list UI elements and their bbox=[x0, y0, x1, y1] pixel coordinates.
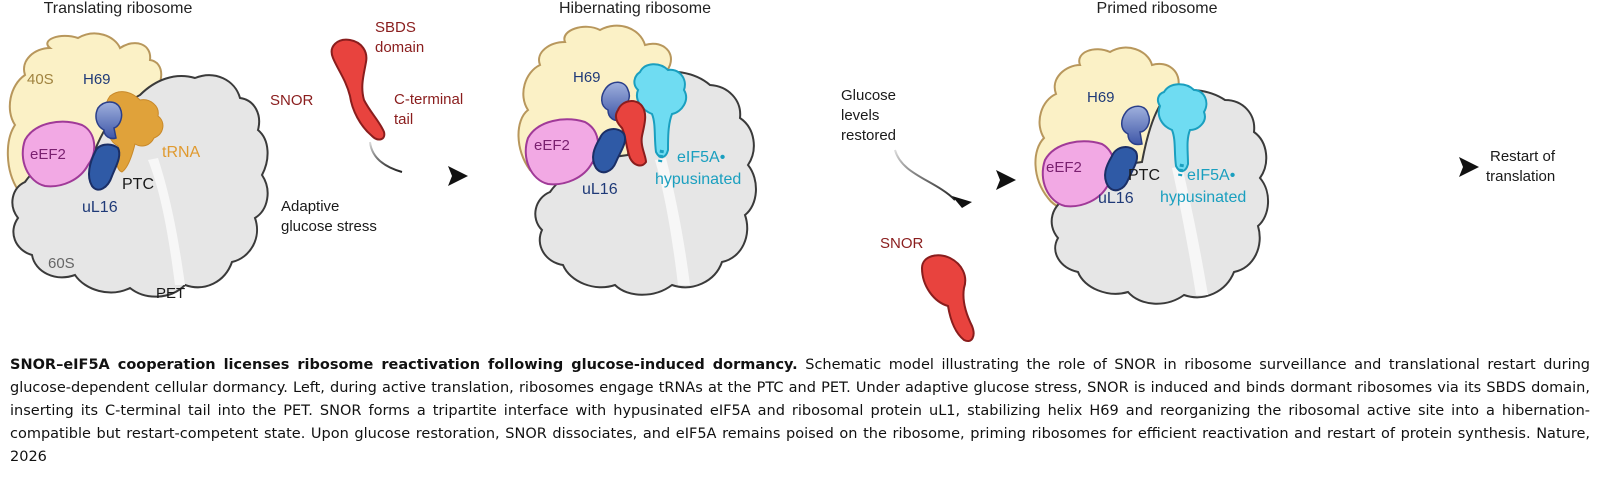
label-eif5a-1: eIF5A• bbox=[1187, 167, 1235, 184]
label-restart-2: translation bbox=[1486, 168, 1555, 185]
label-eef2: eEF2 bbox=[30, 146, 66, 163]
ribosome-model-diagram: Translating ribosome 40S H69 eEF2 tRNA P… bbox=[6, 0, 1556, 342]
snor-protein-released bbox=[920, 254, 975, 342]
pet-channel bbox=[655, 158, 690, 285]
label-ptc: PTC bbox=[122, 176, 154, 193]
translating-ribosome-title: Translating ribosome bbox=[44, 0, 193, 17]
label-ul16: uL16 bbox=[1098, 190, 1134, 207]
eef2-shape bbox=[21, 120, 96, 188]
label-glucose-3: restored bbox=[841, 127, 896, 144]
label-cterm-1: C-terminal bbox=[394, 91, 463, 108]
label-h69: H69 bbox=[1087, 89, 1115, 106]
glucose-arrow-head bbox=[996, 170, 1016, 190]
snor-protein-free bbox=[330, 38, 386, 141]
primed-ribosome-title: Primed ribosome bbox=[1097, 0, 1218, 17]
label-stress-2: glucose stress bbox=[281, 218, 377, 235]
figure-caption: SNOR–eIF5A cooperation licenses ribosome… bbox=[10, 354, 1590, 469]
label-eef2: eEF2 bbox=[534, 137, 570, 154]
ul16-shape bbox=[87, 143, 121, 191]
label-60s: 60S bbox=[48, 255, 75, 272]
pet-channel bbox=[148, 158, 185, 285]
primed-ribosome-panel: Primed ribosome H69 eEF2 PTC uL16 eIF5A•… bbox=[1034, 0, 1269, 305]
label-snor-released: SNOR bbox=[880, 235, 924, 252]
glucose-restored-transition: Glucose levels restored SNOR bbox=[841, 87, 1016, 342]
translating-ribosome-panel: Translating ribosome 40S H69 eEF2 tRNA P… bbox=[6, 0, 269, 302]
snor-bound-shape bbox=[614, 100, 648, 167]
label-stress-1: Adaptive bbox=[281, 198, 339, 215]
eef2-shape bbox=[524, 118, 600, 186]
subunit-60s-shape bbox=[11, 74, 269, 298]
restart-arrow-head bbox=[1459, 157, 1479, 177]
eif5a-hypusine bbox=[1178, 163, 1184, 177]
hibernating-ribosome-title: Hibernating ribosome bbox=[559, 0, 711, 17]
label-eif5a-1: eIF5A• bbox=[677, 149, 725, 166]
label-ptc: PTC bbox=[1128, 167, 1160, 184]
label-ul16: uL16 bbox=[82, 199, 118, 216]
label-pet: PET bbox=[156, 285, 185, 302]
eif5a-hypusine bbox=[658, 149, 664, 163]
label-h69: H69 bbox=[83, 71, 111, 88]
snor-binding-curve bbox=[369, 141, 403, 173]
label-sbds-domain-1: SBDS bbox=[375, 19, 416, 36]
restart-transition: Restart of translation bbox=[1313, 148, 1556, 185]
label-restart-1: Restart of bbox=[1490, 148, 1556, 165]
hibernating-ribosome-panel: Hibernating ribosome H69 eEF2 uL16 eIF5A… bbox=[517, 0, 757, 296]
label-glucose-2: levels bbox=[841, 107, 879, 124]
snor-release-curve bbox=[894, 149, 956, 201]
stress-transition: SBDS domain SNOR C-terminal tail Adaptiv… bbox=[270, 19, 468, 235]
label-eif5a-2: hypusinated bbox=[655, 171, 741, 188]
label-cterm-2: tail bbox=[394, 111, 413, 128]
h69-shape bbox=[1121, 105, 1151, 146]
label-snor: SNOR bbox=[270, 92, 314, 109]
label-eef2: eEF2 bbox=[1046, 159, 1082, 176]
label-ul16: uL16 bbox=[582, 181, 618, 198]
caption-title: SNOR–eIF5A cooperation licenses ribosome… bbox=[10, 357, 798, 373]
ul16-shape bbox=[1104, 146, 1138, 192]
eif5a-shape bbox=[633, 63, 688, 158]
h69-shape bbox=[95, 101, 123, 140]
pet-channel bbox=[1172, 166, 1208, 295]
snor-release-arrow-head bbox=[952, 196, 972, 208]
label-glucose-1: Glucose bbox=[841, 87, 896, 104]
label-40s: 40S bbox=[27, 71, 54, 88]
label-sbds-domain-2: domain bbox=[375, 39, 424, 56]
label-trna: tRNA bbox=[162, 144, 201, 161]
label-h69: H69 bbox=[573, 69, 601, 86]
label-eif5a-2: hypusinated bbox=[1160, 189, 1246, 206]
caption-body: Schematic model illustrating the role of… bbox=[10, 357, 1590, 465]
eif5a-shape bbox=[1156, 83, 1208, 172]
stress-arrow-head bbox=[448, 166, 468, 186]
ul16-shape bbox=[592, 128, 626, 174]
